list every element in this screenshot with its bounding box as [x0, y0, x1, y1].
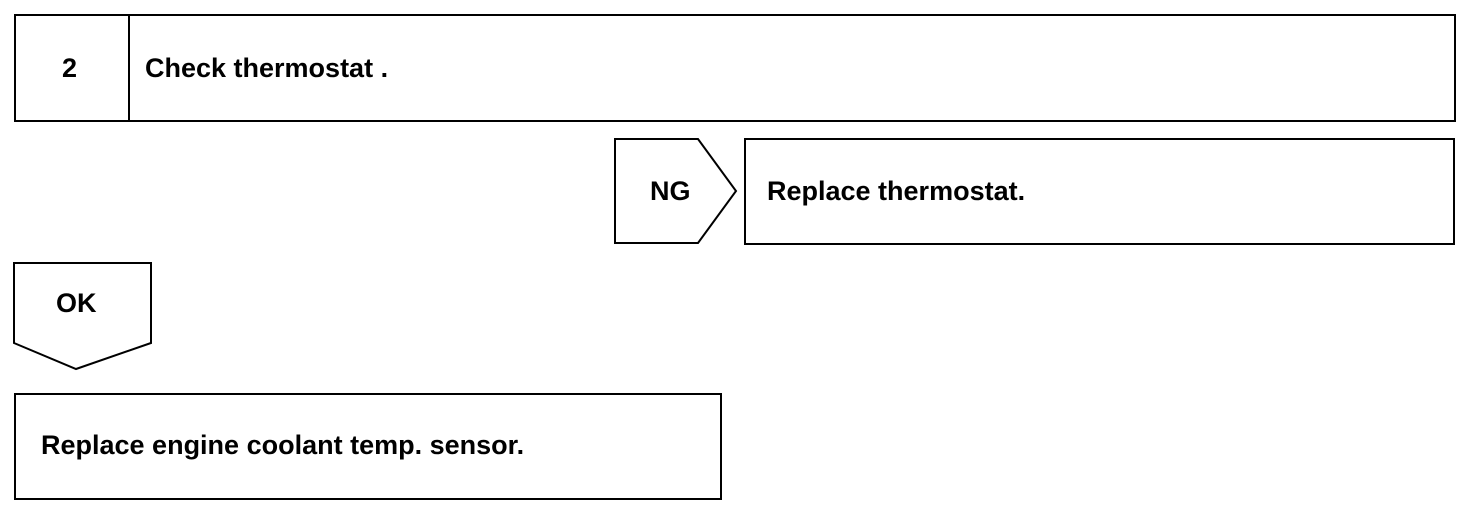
- ng-action-box: [744, 138, 1455, 245]
- ng-arrow: [614, 138, 738, 244]
- ok-label: OK: [56, 288, 97, 318]
- ok-arrow: [13, 262, 152, 371]
- ng-label: NG: [650, 176, 691, 206]
- ng-action-text: Replace thermostat.: [767, 176, 1026, 206]
- step-number-divider: [128, 14, 130, 122]
- ok-action-box: [14, 393, 722, 500]
- step-title: Check thermostat .: [145, 53, 389, 83]
- step-header-box: [14, 14, 1456, 122]
- step-number: 2: [62, 53, 78, 83]
- ok-action-text: Replace engine coolant temp. sensor.: [41, 430, 525, 460]
